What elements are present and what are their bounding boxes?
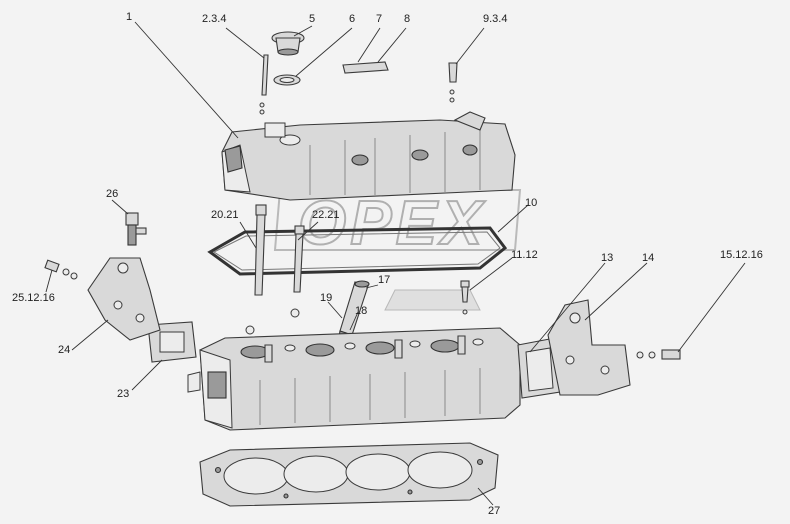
callout-5: 5	[309, 13, 316, 25]
long-bolt-left	[245, 204, 267, 335]
bolt-right-small	[636, 349, 681, 360]
intake-flange-gasket	[147, 321, 197, 363]
outlet-gasket	[517, 337, 561, 399]
callout-10: 10	[525, 197, 538, 209]
watermark-text: OPEX	[298, 189, 486, 258]
callout-11: 11.12	[511, 249, 538, 261]
callout-20: 20.21	[211, 209, 239, 221]
callout-17: 17	[378, 274, 391, 286]
callout-15: 15.12.16	[720, 249, 763, 261]
valve-cover	[221, 111, 516, 201]
callout-13: 13	[601, 252, 614, 264]
callout-22: 22.21	[312, 209, 340, 221]
callout-26: 26	[106, 188, 119, 200]
callout-9: 9.3.4	[483, 13, 508, 25]
valve-ports	[240, 338, 484, 359]
lifting-bracket-right	[547, 299, 631, 396]
callout-19: 19	[320, 292, 333, 304]
callout-7: 7	[376, 13, 383, 25]
temperature-sensor	[125, 212, 147, 246]
callout-27: 27	[488, 505, 501, 517]
callout-18: 18	[355, 305, 368, 317]
cover-plate	[342, 61, 389, 74]
callout-14: 14	[642, 252, 655, 264]
watermark-logo: OPEX	[273, 188, 522, 311]
callout-1: 1	[126, 11, 133, 23]
cover-gasket	[207, 226, 508, 276]
short-bolt	[460, 280, 470, 315]
lifting-bracket-left	[87, 257, 161, 341]
filler-cap-seal	[273, 74, 301, 86]
leader-lines	[45, 21, 746, 506]
oil-filler-cap	[271, 31, 305, 56]
callout-24: 24	[58, 344, 71, 356]
callout-2: 2.3.4	[202, 13, 227, 25]
head-gasket	[199, 442, 499, 507]
callout-8: 8	[404, 13, 411, 25]
callout-25: 25.12.16	[12, 292, 55, 304]
callout-23: 23	[117, 388, 130, 400]
callout-6: 6	[349, 13, 356, 25]
stud-right	[448, 62, 458, 103]
bolt-left-small	[44, 259, 78, 280]
cylinder-head	[187, 327, 521, 431]
long-bolt-right	[290, 225, 305, 318]
stud-left	[259, 54, 269, 115]
